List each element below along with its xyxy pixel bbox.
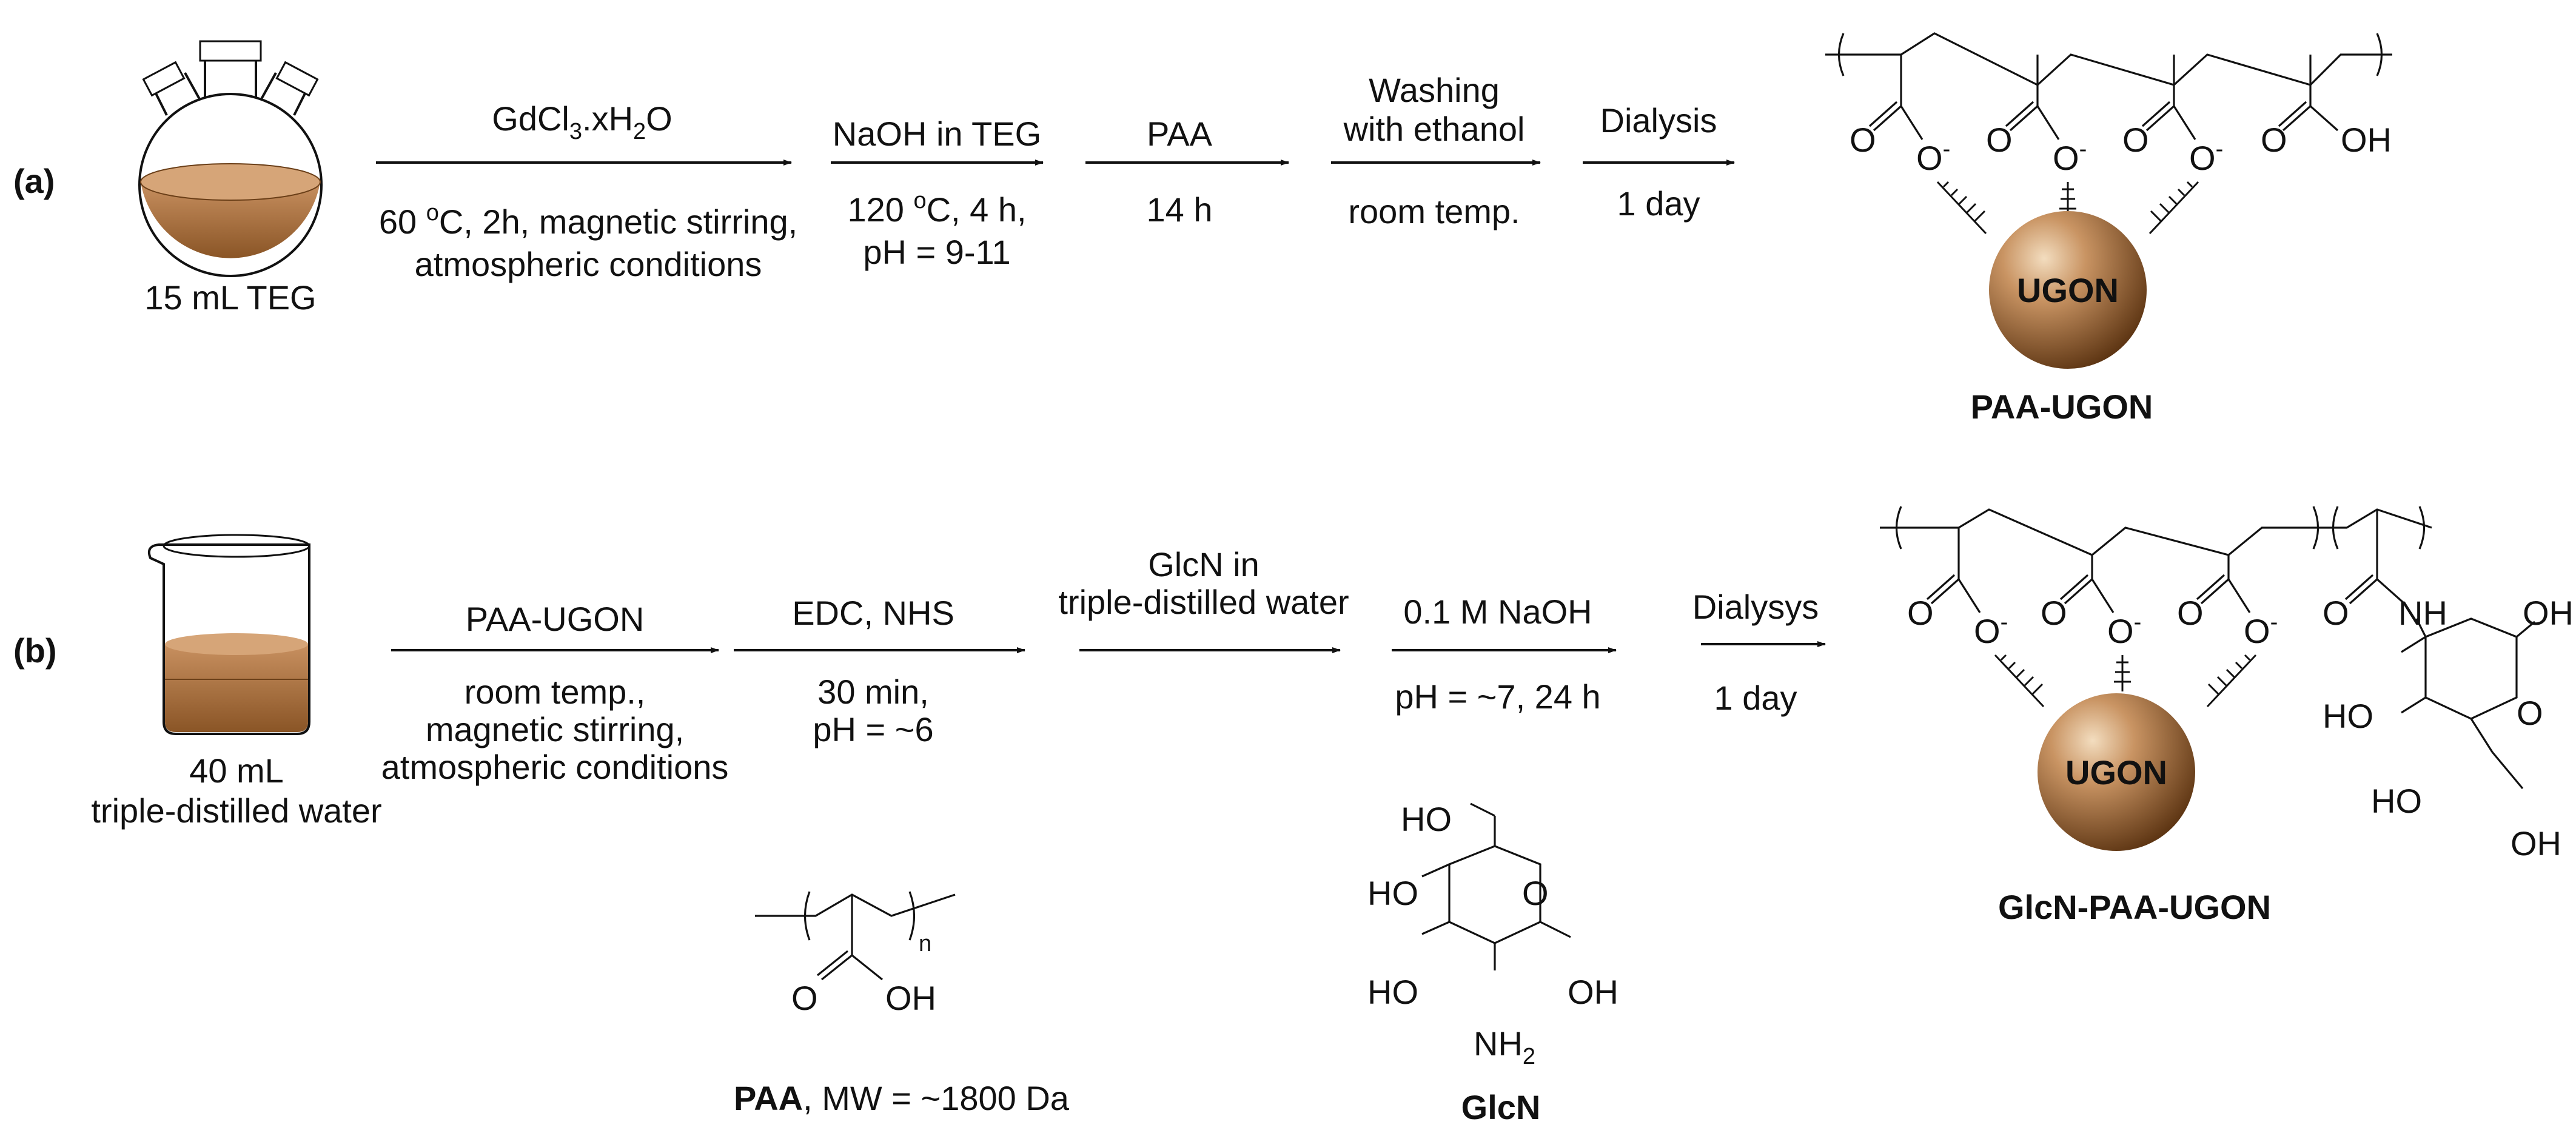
panel-b-tag: (b) xyxy=(13,631,57,670)
carboxyl-o-1: O xyxy=(1850,121,1876,159)
step-b2-reagent: EDC, NHS xyxy=(792,594,954,632)
ugon-label-b: UGON xyxy=(2065,753,2167,792)
product-a-name: PAA-UGON xyxy=(1971,388,2153,426)
coordination-bonds-b xyxy=(1994,654,2257,708)
step-b1-reagent: PAA-UGON xyxy=(466,600,645,638)
carboxyl-o-b2: O xyxy=(2041,594,2067,632)
carboxyl-o-b3: O xyxy=(2177,594,2204,632)
carboxyl-o-2: O xyxy=(1986,121,2013,159)
flask-label: 15 mL TEG xyxy=(144,278,316,317)
step-a2-conditions-1: 120 oC, 4 h, xyxy=(847,188,1026,229)
amide-nh: NH xyxy=(2398,594,2447,632)
glcn-oh: OH xyxy=(1568,973,1618,1011)
step-b1-conditions-3: atmospheric conditions xyxy=(381,748,729,786)
step-b3-reagent-2: triple-distilled water xyxy=(1058,583,1349,621)
amide-o: O xyxy=(2323,594,2349,632)
glcn-ring-o: O xyxy=(1522,874,1549,912)
ugon-particle-a xyxy=(1989,211,2147,369)
step-a2-conditions-2: pH = 9-11 xyxy=(863,233,1010,271)
coordination-bonds-a xyxy=(1936,181,2199,235)
step-a4-reagent-2: with ethanol xyxy=(1343,110,1525,148)
step-b4-conditions: pH = ~7, 24 h xyxy=(1395,677,1600,716)
paa-structure xyxy=(755,891,956,981)
ugon-particle-b xyxy=(2038,693,2195,851)
glcn-paa-ugon-structure xyxy=(1880,506,2536,790)
step-b2-conditions-2: pH = ~6 xyxy=(813,710,933,748)
paa-ugon-structure xyxy=(1825,32,2392,140)
beaker-label-1: 40 mL xyxy=(189,751,284,790)
step-b1-conditions-1: room temp., xyxy=(465,673,646,711)
glucose-ho-2: HO xyxy=(2371,782,2422,820)
step-b1-conditions-2: magnetic stirring, xyxy=(426,710,684,748)
step-b3-reagent-1: GlcN in xyxy=(1148,545,1259,583)
glcn-ho-low: HO xyxy=(1367,973,1418,1011)
carboxylate-o-3: O- xyxy=(2189,136,2223,177)
product-b-name: GlcN-PAA-UGON xyxy=(1998,888,2271,926)
glcn-ho-mid: HO xyxy=(1367,874,1418,912)
step-b5-time: 1 day xyxy=(1714,679,1797,717)
carboxyl-o-3: O xyxy=(2122,121,2149,159)
paa-carbonyl-o: O xyxy=(791,979,818,1017)
step-a1-conditions-2: atmospheric conditions xyxy=(415,245,762,283)
glucose-ho-1: HO xyxy=(2323,697,2373,735)
glcn-caption: GlcN xyxy=(1461,1088,1541,1126)
glucose-oh-2: OH xyxy=(2511,824,2561,862)
paa-n-subscript: n xyxy=(919,931,931,956)
step-a5-reagent: Dialysis xyxy=(1600,101,1717,140)
beaker-label-2: triple-distilled water xyxy=(91,792,381,830)
step-b5-reagent: Dialysys xyxy=(1692,588,1819,626)
step-a4-reagent-1: Washing xyxy=(1369,71,1500,109)
glcn-ho-top: HO xyxy=(1401,800,1452,838)
panel-a-tag: (a) xyxy=(13,162,55,200)
paa-oh: OH xyxy=(885,979,936,1017)
step-a5-time: 1 day xyxy=(1617,184,1700,223)
step-a2-reagent: NaOH in TEG xyxy=(833,115,1041,153)
glucose-ring-o: O xyxy=(2517,694,2543,732)
carboxylate-o-b3: O- xyxy=(2244,610,2278,650)
carboxylate-o-1: O- xyxy=(1916,136,1950,177)
glcn-structure xyxy=(1421,802,1571,970)
step-a4-conditions: room temp. xyxy=(1348,192,1520,230)
ugon-label-a: UGON xyxy=(2017,271,2119,309)
step-a1-conditions-1: 60 oC, 2h, magnetic stirring, xyxy=(379,200,797,241)
carboxylate-o-b1: O- xyxy=(1974,610,2008,650)
carboxyl-o-b1: O xyxy=(1907,594,1934,632)
carboxyl-oh: OH xyxy=(2341,121,2392,159)
carboxyl-o-4: O xyxy=(2261,121,2287,159)
glucose-oh-1: OH xyxy=(2523,594,2574,632)
beaker-icon xyxy=(147,534,310,735)
three-neck-flask-icon xyxy=(138,40,323,277)
carboxylate-o-2: O- xyxy=(2053,136,2087,177)
step-a3-reagent: PAA xyxy=(1147,115,1213,153)
step-a1-reagent: GdCl3.xH2O xyxy=(492,99,672,144)
step-a3-time: 14 h xyxy=(1147,190,1213,229)
glcn-nh2: NH2 xyxy=(1474,1024,1535,1069)
carboxylate-o-b2: O- xyxy=(2107,610,2141,650)
paa-caption: PAA, MW = ~1800 Da xyxy=(734,1079,1070,1117)
step-b4-reagent: 0.1 M NaOH xyxy=(1403,593,1592,631)
step-b2-conditions-1: 30 min, xyxy=(817,673,929,711)
